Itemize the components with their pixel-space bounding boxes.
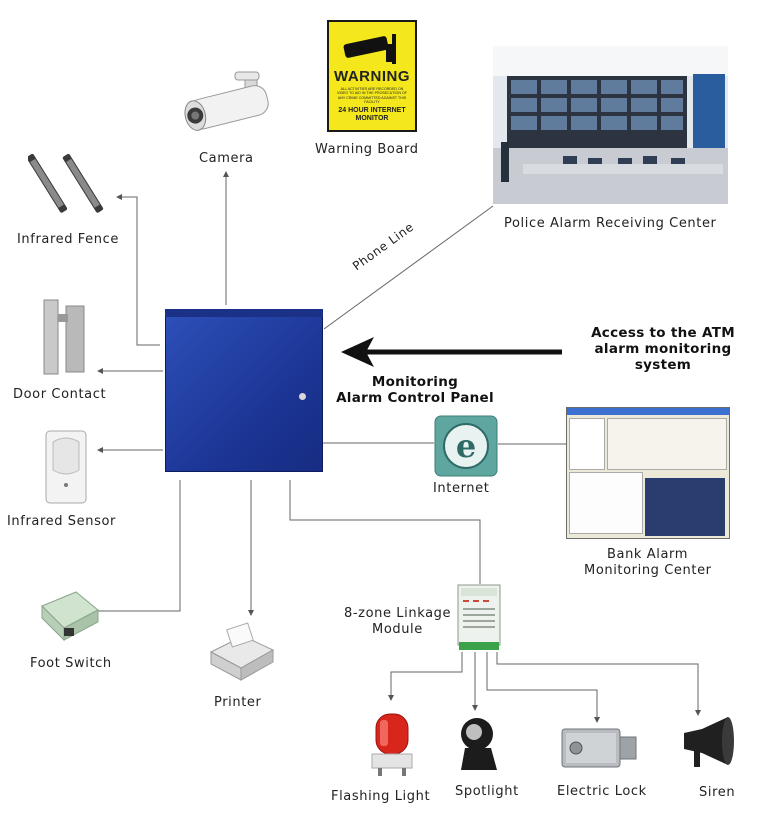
foot-switch-label: Foot Switch (30, 656, 112, 671)
wire-flashing-light (388, 652, 463, 701)
wire-phone-line (323, 205, 494, 330)
spotlight-label: Spotlight (455, 784, 519, 799)
police-center-photo (493, 46, 728, 204)
electric-lock-label: Electric Lock (557, 784, 647, 799)
electric-lock-icon (561, 728, 637, 768)
infrared-sensor-icon (45, 430, 87, 504)
siren-icon (684, 717, 734, 767)
internet-icon: e (434, 415, 498, 477)
panel-lock-icon (299, 393, 306, 400)
door-contact-label: Door Contact (13, 387, 107, 402)
warning-board-label: Warning Board (315, 142, 419, 157)
atm-access-line1: Access to the ATM (591, 325, 735, 341)
atm-arrow-head (341, 337, 374, 367)
wire-infrared-fence (116, 194, 160, 346)
infrared-fence-icon (28, 153, 104, 213)
cctv-icon (343, 34, 396, 64)
alarm-control-panel (165, 309, 323, 472)
linkage-label-line1: 8-zone Linkage (344, 606, 452, 621)
flashing-light-icon (371, 713, 413, 776)
wire-linkage (289, 480, 481, 584)
door-contact-icon (43, 299, 85, 375)
linkage-label-line2: Module (372, 622, 423, 637)
printer-label: Printer (214, 695, 262, 710)
bank-center-label-line2: Monitoring Center (584, 563, 712, 578)
spotlight-icon (461, 718, 497, 770)
atm-access-text: Access to the ATM alarm monitoring syste… (578, 325, 748, 373)
infrared-fence-label: Infrared Fence (17, 232, 119, 247)
wire-foot-switch (97, 480, 181, 612)
foot-switch-icon (41, 591, 99, 642)
siren-label: Siren (699, 785, 736, 800)
bank-monitoring-screen (566, 407, 730, 539)
wire-siren (496, 652, 701, 716)
warning-title: WARNING (334, 68, 410, 85)
atm-access-line2: alarm monitoring (594, 341, 732, 357)
svg-text:e: e (456, 427, 476, 465)
camera-label: Camera (199, 151, 254, 166)
flashing-light-label: Flashing Light (331, 789, 431, 804)
linkage-module-icon (457, 584, 501, 650)
warning-footer: 24 HOUR INTERNET MONITOR (338, 106, 406, 122)
infrared-sensor-label: Infrared Sensor (7, 514, 116, 529)
wire-electric-lock (486, 652, 600, 723)
panel-title-line1: Monitoring (371, 374, 459, 390)
atm-access-line3: system (634, 357, 692, 373)
panel-title: Monitoring Alarm Control Panel (330, 374, 500, 406)
internet-label: Internet (433, 481, 490, 496)
warning-board: WARNING ALL ACTIVITIES ARE RECORDED ON V… (327, 20, 417, 132)
printer-icon (209, 622, 275, 681)
panel-title-line2: Alarm Control Panel (336, 390, 494, 406)
police-center-label: Police Alarm Receiving Center (504, 216, 717, 231)
camera-icon (184, 71, 269, 131)
bank-center-label-line1: Bank Alarm (607, 547, 689, 562)
warning-text: ALL ACTIVITIES ARE RECORDED ON VIDEO TO … (337, 87, 407, 105)
